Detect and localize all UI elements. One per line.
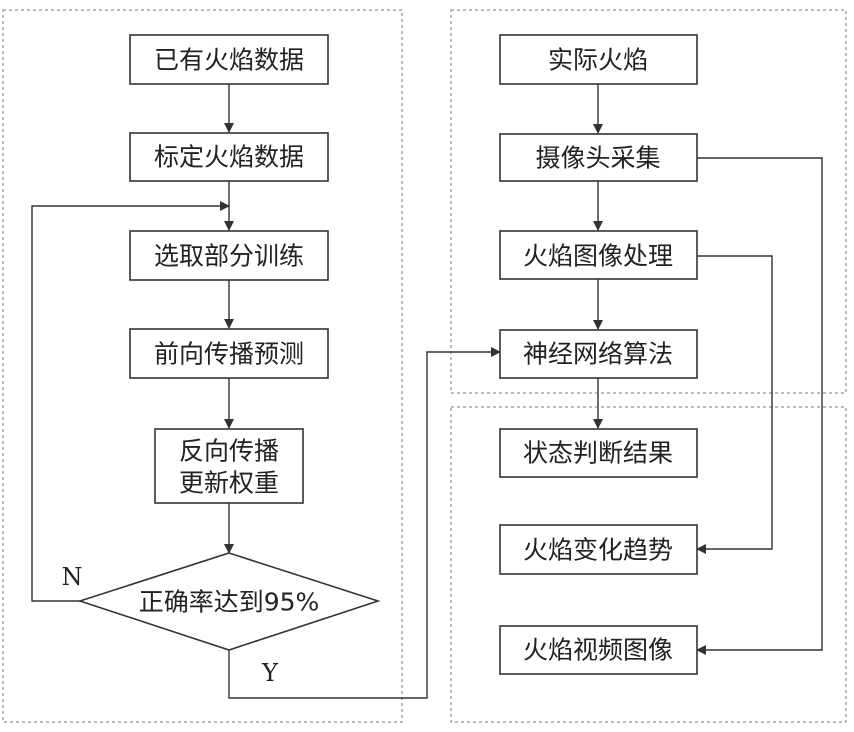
node-actual-flame-label: 实际火焰 (548, 46, 648, 75)
node-image-processing: 火焰图像处理 (500, 231, 697, 279)
node-existing-data-label: 已有火焰数据 (154, 46, 304, 75)
node-flame-trend-label: 火焰变化趋势 (523, 536, 673, 565)
node-backward-line1: 反向传播 (179, 437, 279, 466)
arrow-camera-to-video (697, 158, 822, 650)
yes-branch-label: Y (261, 659, 279, 687)
node-state-result-label: 状态判断结果 (523, 439, 673, 468)
node-camera-capture-label: 摄像头采集 (535, 144, 660, 173)
decision-accuracy-label: 正确率达到95% (139, 588, 320, 617)
node-existing-data: 已有火焰数据 (130, 35, 328, 84)
node-forward-predict-label: 前向传播预测 (154, 340, 304, 369)
node-neural-network: 神经网络算法 (500, 330, 697, 378)
node-flame-trend: 火焰变化趋势 (500, 525, 697, 574)
node-neural-network-label: 神经网络算法 (523, 340, 673, 369)
node-actual-flame: 实际火焰 (500, 35, 697, 84)
node-image-processing-label: 火焰图像处理 (523, 242, 673, 271)
node-flame-video-label: 火焰视频图像 (523, 636, 673, 665)
arrow-imageproc-to-trend (697, 256, 772, 549)
node-label-data: 标定火焰数据 (130, 133, 328, 181)
node-label-data-label: 标定火焰数据 (154, 143, 304, 172)
node-flame-video: 火焰视频图像 (500, 626, 697, 674)
node-select-train: 选取部分训练 (130, 231, 328, 280)
node-select-train-label: 选取部分训练 (154, 242, 304, 271)
node-backward-update: 反向传播 更新权重 (155, 429, 303, 503)
node-forward-predict: 前向传播预测 (130, 329, 328, 378)
node-backward-line2: 更新权重 (179, 469, 279, 498)
yes-path-arrow (229, 352, 500, 698)
node-camera-capture: 摄像头采集 (500, 134, 697, 181)
decision-accuracy: 正确率达到95% (80, 553, 378, 650)
node-state-result: 状态判断结果 (500, 429, 697, 477)
no-branch-label: N (62, 563, 83, 591)
